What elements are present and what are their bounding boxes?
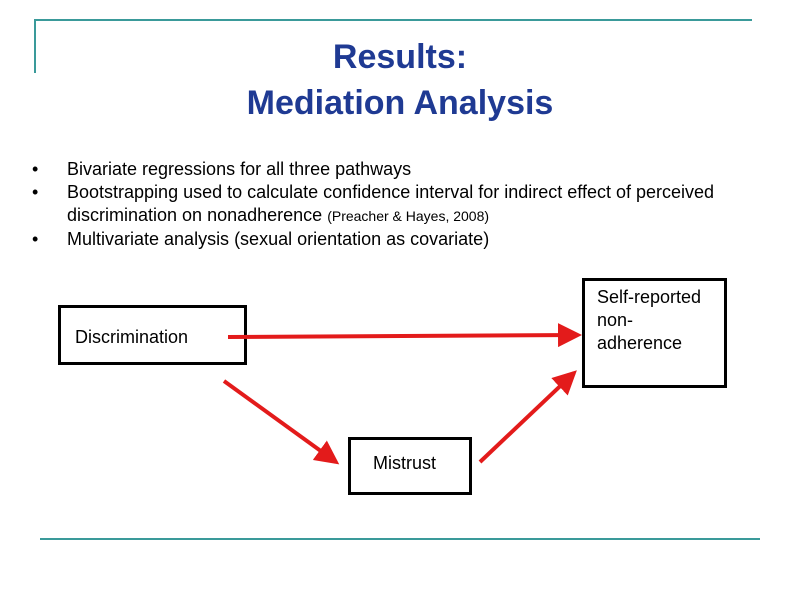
bullet-list: • Bivariate regressions for all three pa…: [28, 158, 728, 251]
title-line-2: Mediation Analysis: [246, 84, 554, 122]
bottom-rule: [40, 538, 760, 540]
arrow-discrimination-to-mistrust: [222, 379, 340, 465]
slide-title: Results: Mediation Analysis: [0, 34, 800, 126]
node-mistrust: Mistrust: [348, 437, 472, 495]
node-self-reported-nonadherence: Self-reported non- adherence: [582, 278, 727, 388]
top-rule: [36, 19, 752, 21]
bullet-dot: •: [32, 229, 39, 249]
bullet-text: Bootstrapping used to calculate confiden…: [67, 182, 715, 225]
bullet-dot: •: [32, 182, 39, 202]
node-self-reported-line-2: non-: [597, 310, 634, 330]
node-self-reported-line-3: adherence: [597, 333, 683, 353]
bullet-item: • Bootstrapping used to calculate confid…: [28, 181, 728, 228]
bullet-text: Multivariate analysis (sexual orientatio…: [67, 229, 490, 249]
arrow-discrimination-to-nonadherence: [227, 323, 582, 348]
bullet-item: • Multivariate analysis (sexual orientat…: [28, 228, 728, 251]
citation: (Preacher & Hayes, 2008): [327, 208, 490, 224]
node-discrimination: Discrimination: [58, 305, 247, 365]
bullet-item: • Bivariate regressions for all three pa…: [28, 158, 728, 181]
bullet-text: Bivariate regressions for all three path…: [67, 159, 412, 179]
bullet-dot: •: [32, 159, 39, 179]
node-discrimination-label: Discrimination: [75, 327, 189, 347]
left-rule: [34, 19, 36, 73]
node-self-reported-line-1: Self-reported: [597, 287, 702, 307]
title-line-1: Results:: [332, 38, 468, 76]
node-mistrust-label: Mistrust: [373, 453, 436, 473]
arrow-mistrust-to-nonadherence: [478, 370, 577, 464]
